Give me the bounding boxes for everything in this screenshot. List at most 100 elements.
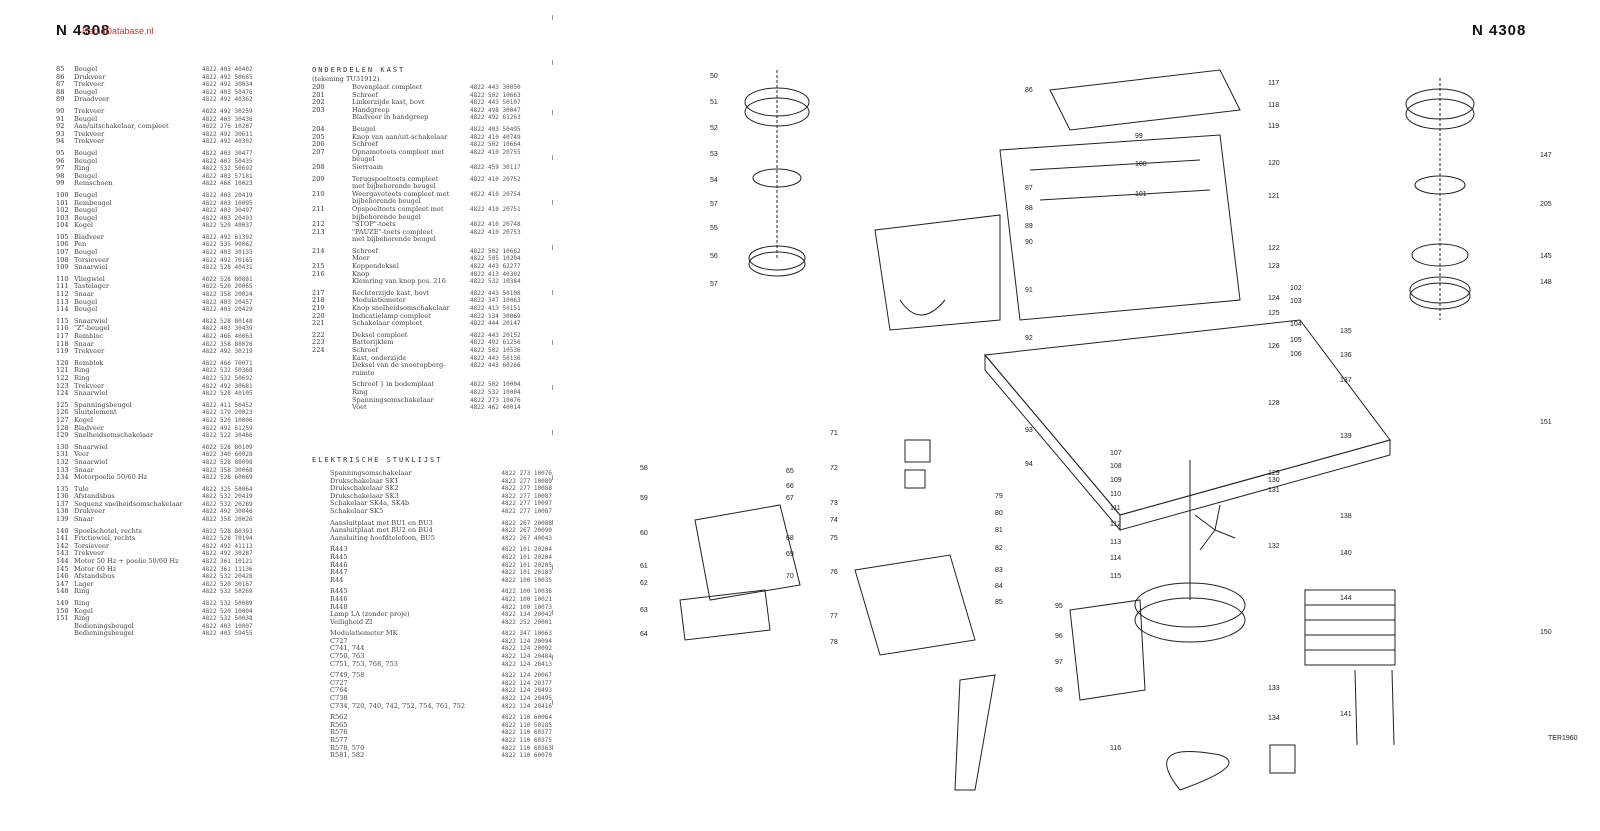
parts-code: 4822 403 10095	[202, 199, 253, 207]
parts-desc: R443	[330, 546, 348, 554]
parts-desc: R576	[330, 729, 348, 737]
parts-desc: R445	[330, 588, 348, 596]
callout-label: 61	[640, 563, 648, 570]
parts-desc: Ring	[74, 374, 90, 382]
parts-pos: 115	[56, 316, 69, 325]
callout-label: 104	[1290, 321, 1302, 328]
parts-row: Deksel van de snoeropberg-4822 443 60266	[312, 362, 552, 370]
parts-desc: Tastelager	[74, 283, 110, 291]
parts-pos	[312, 737, 330, 745]
parts-code: 4822 532 20419	[202, 493, 253, 501]
section-subtitle-cabinet: (tekening TU31912)	[312, 75, 380, 83]
parts-pos: 123	[56, 381, 69, 390]
parts-desc: Trekveer	[74, 382, 105, 390]
parts-pos	[312, 714, 330, 722]
parts-code	[470, 198, 540, 206]
parts-code: 4822 358 30068	[202, 466, 253, 474]
parts-pos	[312, 478, 330, 486]
parts-code: 4822 502 10663	[470, 91, 521, 99]
parts-row: met bijbehorende beugel	[312, 183, 552, 191]
parts-pos: 131	[56, 450, 69, 459]
binding-tick	[552, 110, 556, 115]
parts-code: 4822 403 20429	[202, 306, 253, 314]
parts-desc: Koppendeksel	[352, 263, 399, 271]
callout-label: 71	[830, 430, 838, 437]
parts-pos: 223	[312, 338, 325, 347]
parts-pos	[312, 745, 330, 753]
callout-label: 141	[1340, 711, 1352, 718]
parts-code	[470, 183, 540, 191]
parts-pos: 140	[56, 526, 69, 535]
callout-label: 103	[1290, 298, 1302, 305]
parts-desc: Veer	[74, 451, 90, 459]
callout-label: 55	[710, 225, 718, 232]
parts-pos: 110	[56, 274, 69, 283]
parts-code: 4822 124 20092	[501, 645, 552, 653]
parts-desc: Motorpoelie 50/60 Hz	[74, 474, 148, 482]
parts-desc: "STOP"-toets	[352, 221, 396, 229]
parts-desc: Afstandsbus	[74, 493, 115, 501]
callout-label: 139	[1340, 433, 1352, 440]
parts-code: 4822 532 10384	[470, 278, 521, 286]
parts-desc: Motor 60 Hz	[74, 565, 117, 573]
parts-code: 4822 403 20457	[202, 298, 253, 306]
parts-pos: 211	[312, 204, 325, 213]
parts-code: 4822 492 30611	[202, 130, 253, 138]
parts-desc: Kogel	[74, 416, 93, 424]
parts-code: 4822 277 10087	[501, 507, 552, 515]
callout-label: 136	[1340, 352, 1352, 359]
parts-code: 4822 101 20204	[501, 546, 552, 554]
parts-desc: Schroef	[352, 91, 378, 99]
callout-label: 98	[1055, 687, 1063, 694]
parts-desc: Schakelaar compleet	[352, 320, 423, 328]
parts-code: 4822 361 10121	[202, 558, 253, 566]
parts-code: 4822 492 40362	[202, 96, 253, 104]
parts-pos	[312, 729, 330, 737]
callout-label: 137	[1340, 377, 1352, 384]
parts-code: 4822 528 80109	[202, 443, 253, 451]
parts-pos: 101	[56, 198, 69, 207]
parts-pos: 208	[312, 162, 325, 171]
parts-pos: 125	[56, 400, 69, 409]
callout-label: 85	[995, 599, 1003, 606]
parts-pos	[312, 355, 352, 363]
parts-code: 4822 528 40105	[202, 390, 253, 398]
callout-label: 96	[1055, 633, 1063, 640]
parts-code: 4822 413 50151	[470, 305, 521, 313]
parts-pos: 98	[56, 171, 65, 180]
parts-code: 4822 532 50692	[202, 374, 253, 382]
section-title-electrical: ELEKTRISCHE STUKLIJST	[312, 456, 443, 464]
parts-code: 4822 532 50692	[202, 165, 253, 173]
parts-code: 4822 466 10023	[202, 180, 253, 188]
binding-tick	[552, 15, 556, 20]
parts-pos: 137	[56, 499, 69, 508]
parts-code: 4822 124 20377	[501, 679, 552, 687]
parts-desc: Indicatielamp compleet	[352, 312, 431, 320]
parts-desc: Trekveer	[74, 81, 105, 89]
callout-label: 130	[1268, 477, 1280, 484]
callout-label: 62	[640, 580, 648, 587]
parts-desc: Opspoeltoets compleet met	[352, 205, 444, 213]
parts-code: 4822 502 10004	[470, 381, 521, 389]
parts-code: 4822 403 30135	[202, 249, 253, 257]
parts-pos: 87	[56, 80, 65, 89]
callout-label: 126	[1268, 343, 1280, 350]
